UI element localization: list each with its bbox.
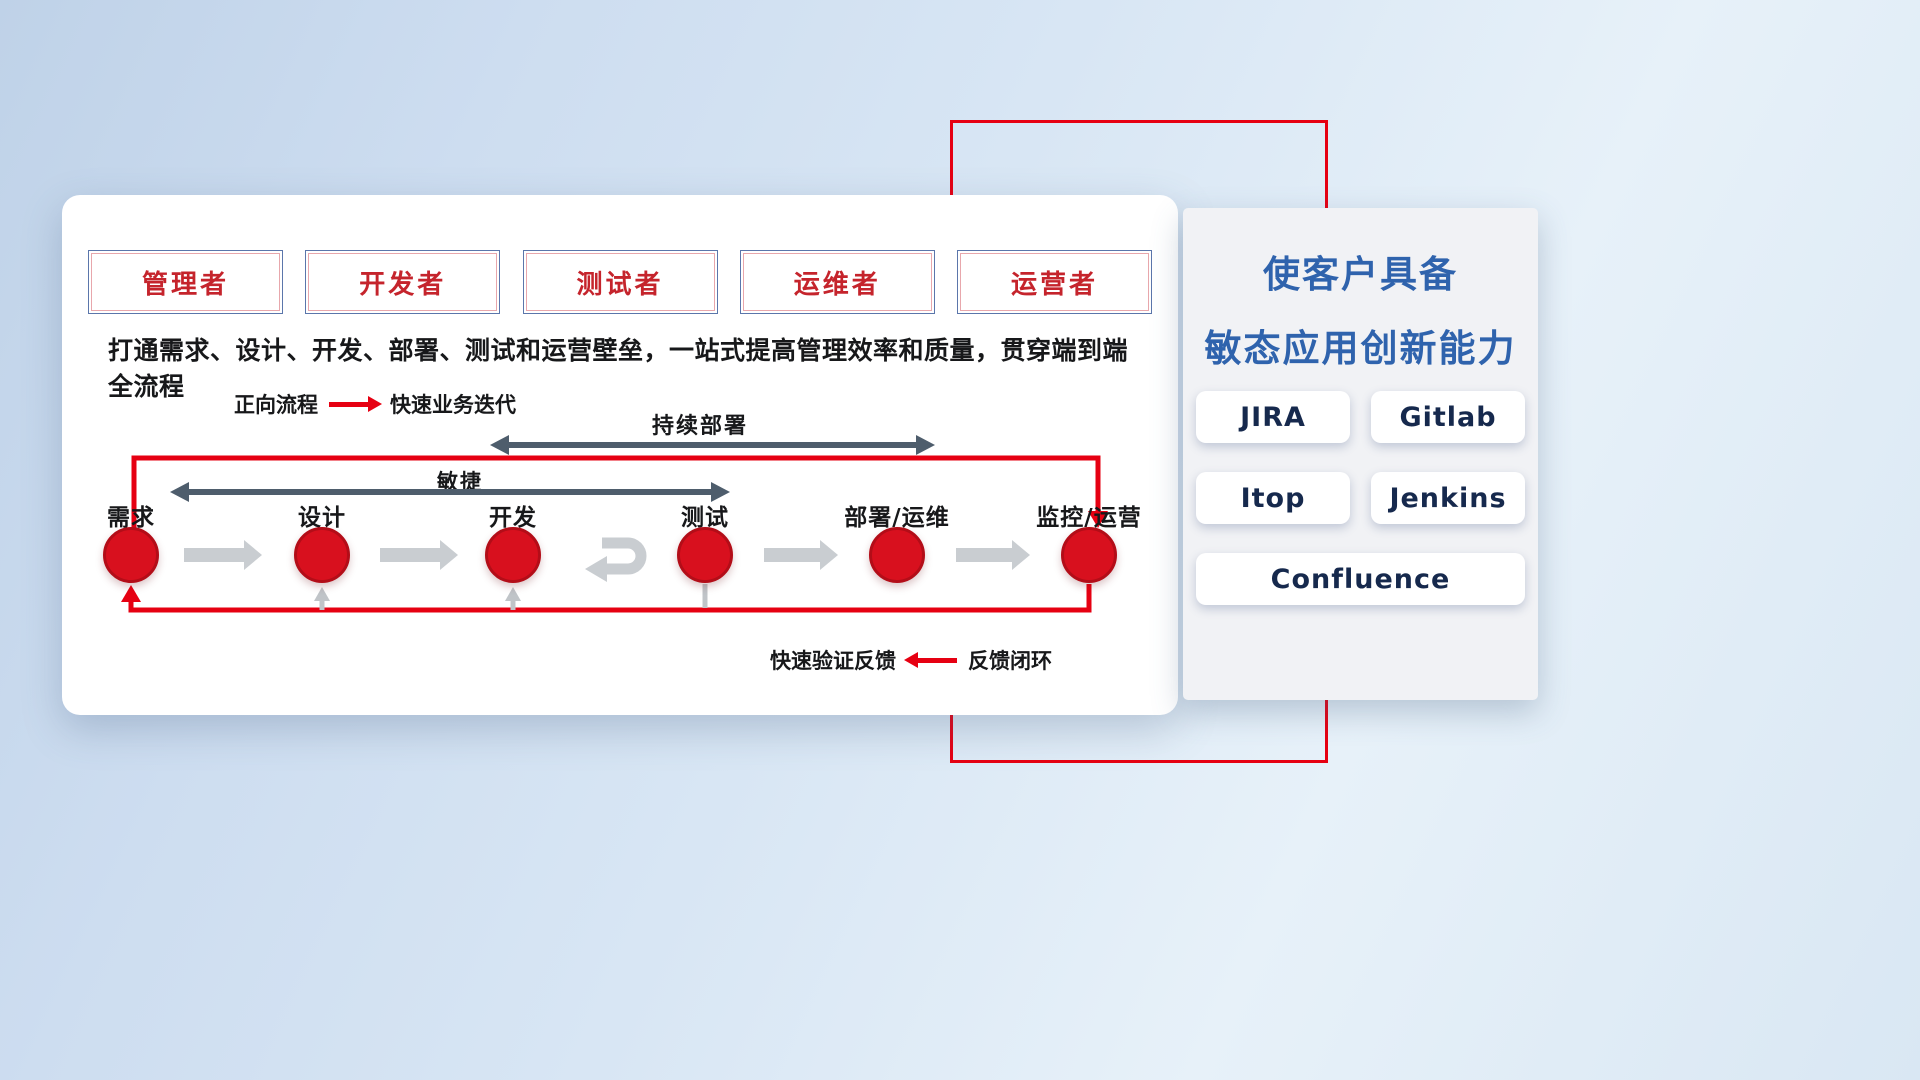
node-design	[294, 527, 350, 583]
forward-flow-label: 正向流程	[234, 393, 318, 417]
tool-chip-gitlab: Gitlab	[1371, 391, 1525, 443]
devops-diagram-panel: 管理者 开发者 测试者 运维者 运营者 打通需求、设计、开发、部署、测试和运营壁…	[62, 195, 1178, 715]
node-requirements	[103, 527, 159, 583]
capability-title-line2: 敏态应用创新能力	[1204, 327, 1517, 370]
iteration-loop-icon	[602, 537, 647, 575]
node-monitor-operate	[1061, 527, 1117, 583]
feedback-desc: 快速验证反馈	[770, 649, 896, 673]
legend-feedback-loop: 快速验证反馈 反馈闭环	[770, 645, 1052, 675]
flow-arrow-icon	[764, 540, 838, 570]
cd-arrowhead-right-icon	[916, 435, 935, 455]
feedback-loop-arrowhead-icon	[121, 585, 141, 602]
role-label: 开发者	[359, 269, 447, 300]
tool-chip-jenkins: Jenkins	[1371, 472, 1525, 524]
role-label: 运维者	[793, 269, 881, 300]
capability-title-line1: 使客户具备	[1263, 253, 1458, 296]
role-label: 测试者	[576, 269, 664, 300]
tool-chip-confluence: Confluence	[1196, 553, 1525, 605]
node-test	[677, 527, 733, 583]
node-deploy-ops	[869, 527, 925, 583]
feedback-connector-arrowhead-icon	[505, 587, 521, 601]
flow-arrow-icon	[956, 540, 1030, 570]
node-develop	[485, 527, 541, 583]
capability-panel: 使客户具备 敏态应用创新能力 JIRA Gitlab Itop Jenkins …	[1183, 208, 1538, 700]
forward-loop-arrowhead-icon	[1088, 511, 1108, 528]
role-box-tester: 测试者	[522, 250, 718, 314]
flow-arrows-layer	[121, 435, 1108, 613]
node-label-develop: 开发	[489, 505, 537, 531]
tool-chip-itop: Itop	[1196, 472, 1350, 524]
cd-arrowhead-left-icon	[490, 435, 509, 455]
forward-loop-line	[131, 455, 1101, 528]
feedback-connector-arrowhead-icon	[314, 587, 330, 601]
role-box-developer: 开发者	[305, 250, 501, 314]
role-box-ops: 运维者	[739, 250, 935, 314]
iteration-loop-arrowhead-icon	[585, 556, 607, 582]
node-label-deploy-ops: 部署/运维	[844, 505, 950, 531]
left-arrow-icon	[904, 651, 957, 668]
agile-arrowhead-left-icon	[170, 482, 189, 502]
forward-flow-desc: 快速业务迭代	[390, 393, 516, 417]
node-label-design: 设计	[298, 505, 346, 531]
node-label-monitor-operate: 监控/运营	[1036, 505, 1142, 531]
role-box-operations: 运营者	[957, 250, 1152, 314]
legend-forward-flow: 正向流程 快速业务迭代	[234, 389, 516, 419]
node-label-test: 测试	[681, 505, 729, 531]
continuous-deployment-label: 持续部署	[651, 414, 748, 439]
role-label: 运营者	[1010, 269, 1098, 300]
feedback-label: 反馈闭环	[968, 649, 1052, 673]
diagram-subtitle: 打通需求、设计、开发、部署、测试和运营壁垒，一站式提高管理效率和质量，贯穿端到端…	[108, 336, 1129, 401]
tools-grid: JIRA Gitlab Itop Jenkins Confluence	[1196, 391, 1525, 605]
right-arrow-icon	[329, 395, 382, 412]
roles-row: 管理者 开发者 测试者 运维者 运营者	[88, 250, 1152, 314]
flow-arrow-icon	[184, 540, 262, 570]
agile-arrowhead-right-icon	[711, 482, 730, 502]
tool-chip-jira: JIRA	[1196, 391, 1350, 443]
feedback-loop-line	[128, 584, 1092, 613]
flow-arrow-icon	[380, 540, 458, 570]
node-label-requirements: 需求	[107, 505, 155, 531]
role-label: 管理者	[141, 269, 229, 300]
role-box-manager: 管理者	[88, 250, 283, 314]
